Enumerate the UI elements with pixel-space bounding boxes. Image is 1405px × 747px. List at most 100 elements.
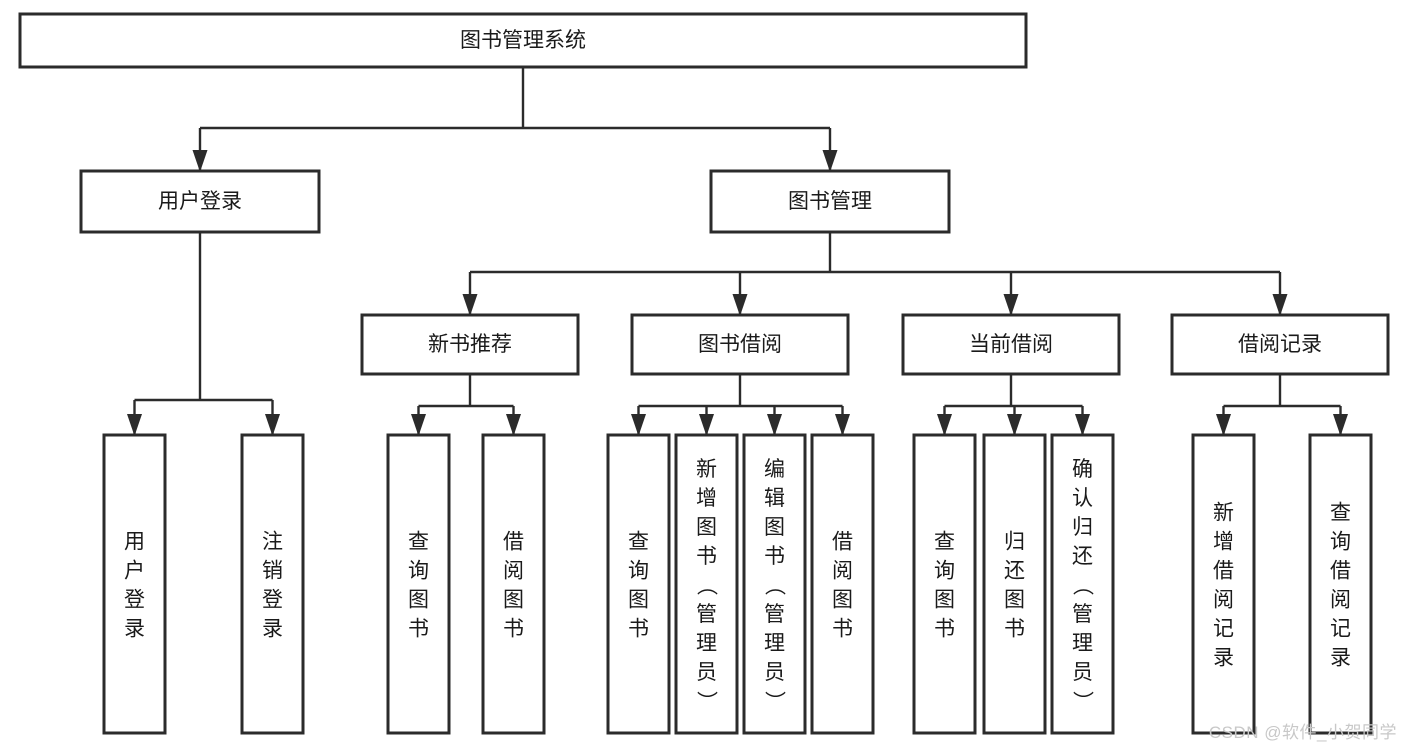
node-label-char: （ [763, 575, 786, 596]
node-label-char: 新 [696, 458, 717, 481]
edge-group-book-manage [462, 232, 1288, 316]
node-box [386, 433, 451, 735]
arrow-head-icon [631, 414, 646, 436]
node-label-char: 确 [1072, 458, 1093, 481]
node-label-char: 录 [124, 618, 145, 641]
node-label-char: 图 [503, 589, 524, 612]
node-label-char: 归 [1004, 531, 1025, 554]
node-label-char: 归 [1072, 516, 1093, 539]
arrow-head-icon [767, 414, 782, 436]
node-label-char: 图 [696, 516, 717, 539]
node-label-char: 注 [262, 531, 283, 554]
node-label-char: 书 [408, 618, 429, 641]
node-label-char: 书 [628, 618, 649, 641]
connector-layer [127, 67, 1348, 436]
node-new-book-rec[interactable]: 新书推荐 [360, 313, 580, 376]
node-book-manage[interactable]: 图书管理 [709, 169, 951, 234]
node-label-char: 书 [696, 545, 717, 568]
node-label-char: 询 [1330, 531, 1351, 554]
node-label-char: ） [763, 691, 786, 712]
node-label: 用户登录 [158, 190, 242, 213]
node-layer: 图书管理系统用户登录图书管理新书推荐图书借阅当前借阅借阅记录用户登录注销登录查询… [18, 12, 1390, 735]
node-label-char: 新 [1213, 502, 1234, 525]
node-label-char: 阅 [832, 560, 853, 583]
node-box [1170, 313, 1390, 376]
node-label-char: 增 [696, 487, 717, 510]
node-label: 图书管理系统 [460, 29, 586, 52]
node-box [742, 433, 807, 735]
node-label-char: 员 [764, 661, 785, 684]
node-box [606, 433, 671, 735]
arrow-head-icon [506, 414, 521, 436]
node-book-borrow[interactable]: 图书借阅 [630, 313, 850, 376]
node-user-login[interactable]: 用户登录 [79, 169, 321, 234]
node-label-char: ） [695, 691, 718, 712]
arrow-head-icon [411, 414, 426, 436]
arrow-head-icon [1003, 294, 1019, 316]
edge-group-book-borrow [631, 374, 850, 436]
node-label-char: 查 [408, 531, 429, 554]
arrow-head-icon [127, 414, 142, 436]
node-label-char: 增 [1213, 531, 1234, 554]
node-label-char: 查 [934, 531, 955, 554]
node-borrow-record[interactable]: 借阅记录 [1170, 313, 1390, 376]
arrow-head-icon [699, 414, 714, 436]
node-label-char: （ [695, 575, 718, 596]
node-label-char: 图 [408, 589, 429, 612]
node-label-char: 户 [124, 560, 145, 583]
node-current-borrow[interactable]: 当前借阅 [901, 313, 1121, 376]
node-label-char: 理 [764, 632, 785, 655]
arrow-head-icon [1272, 294, 1288, 316]
node-label-char: 还 [1004, 560, 1025, 583]
arrow-head-icon [265, 414, 280, 436]
node-box [982, 433, 1047, 735]
node-label-char: 员 [1072, 661, 1093, 684]
node-label: 新书推荐 [428, 333, 512, 356]
node-label-char: 录 [1330, 647, 1351, 670]
node-label-char: 图 [628, 589, 649, 612]
node-label-char: 借 [832, 531, 853, 554]
edge-group-new-book-rec [411, 374, 521, 436]
node-label-char: 查 [628, 531, 649, 554]
node-label-char: 借 [1213, 560, 1234, 583]
node-label-char: 销 [262, 560, 283, 583]
node-label-char: 书 [1004, 618, 1025, 641]
arrow-head-icon [1333, 414, 1348, 436]
node-label-char: 图 [1004, 589, 1025, 612]
arrow-head-icon [835, 414, 850, 436]
node-box [709, 169, 951, 234]
node-label-char: 阅 [1213, 589, 1234, 612]
node-label: 借阅记录 [1238, 333, 1322, 356]
arrow-head-icon [1075, 414, 1090, 436]
node-box [1050, 433, 1115, 735]
node-root[interactable]: 图书管理系统 [18, 12, 1028, 69]
node-label-char: 图 [832, 589, 853, 612]
node-label-char: 书 [934, 618, 955, 641]
node-leaf-user-login[interactable]: 用户登录 [102, 433, 167, 735]
edge-group-root [192, 67, 838, 172]
arrow-head-icon [822, 150, 838, 172]
edge-group-borrow-record [1216, 374, 1348, 436]
arrow-head-icon [192, 150, 208, 172]
node-box [360, 313, 580, 376]
node-label-char: 询 [934, 560, 955, 583]
node-box [810, 433, 875, 735]
node-box [1191, 433, 1256, 735]
node-box [240, 433, 305, 735]
node-label-char: 书 [764, 545, 785, 568]
node-label-char: 录 [1213, 647, 1234, 670]
node-box [912, 433, 977, 735]
node-label-char: 借 [1330, 560, 1351, 583]
